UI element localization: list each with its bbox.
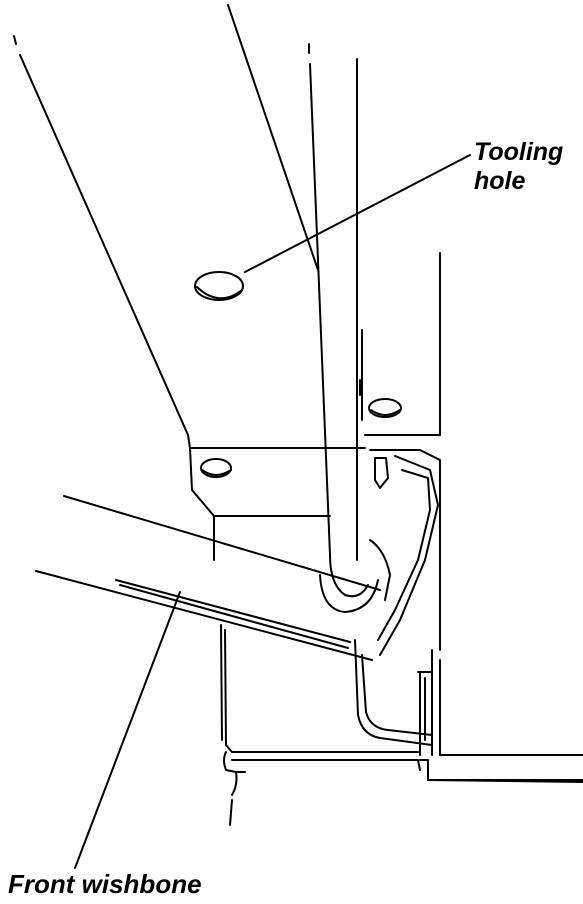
lower-chassis xyxy=(220,624,583,826)
front-wishbone-label: Front wishbone xyxy=(8,869,202,899)
vertical-pillar xyxy=(308,43,379,613)
bolt-holes xyxy=(200,398,402,478)
tooling-hole-label-line2: hole xyxy=(474,166,526,195)
tooling-hole-marker xyxy=(194,154,471,301)
body-panel xyxy=(13,4,366,561)
tooling-hole-label-line1: Tooling xyxy=(474,138,564,166)
tooling-hole-label: Tooling hole xyxy=(474,138,563,196)
mounting-bracket xyxy=(354,252,441,756)
front-wishbone-arm xyxy=(35,495,381,869)
